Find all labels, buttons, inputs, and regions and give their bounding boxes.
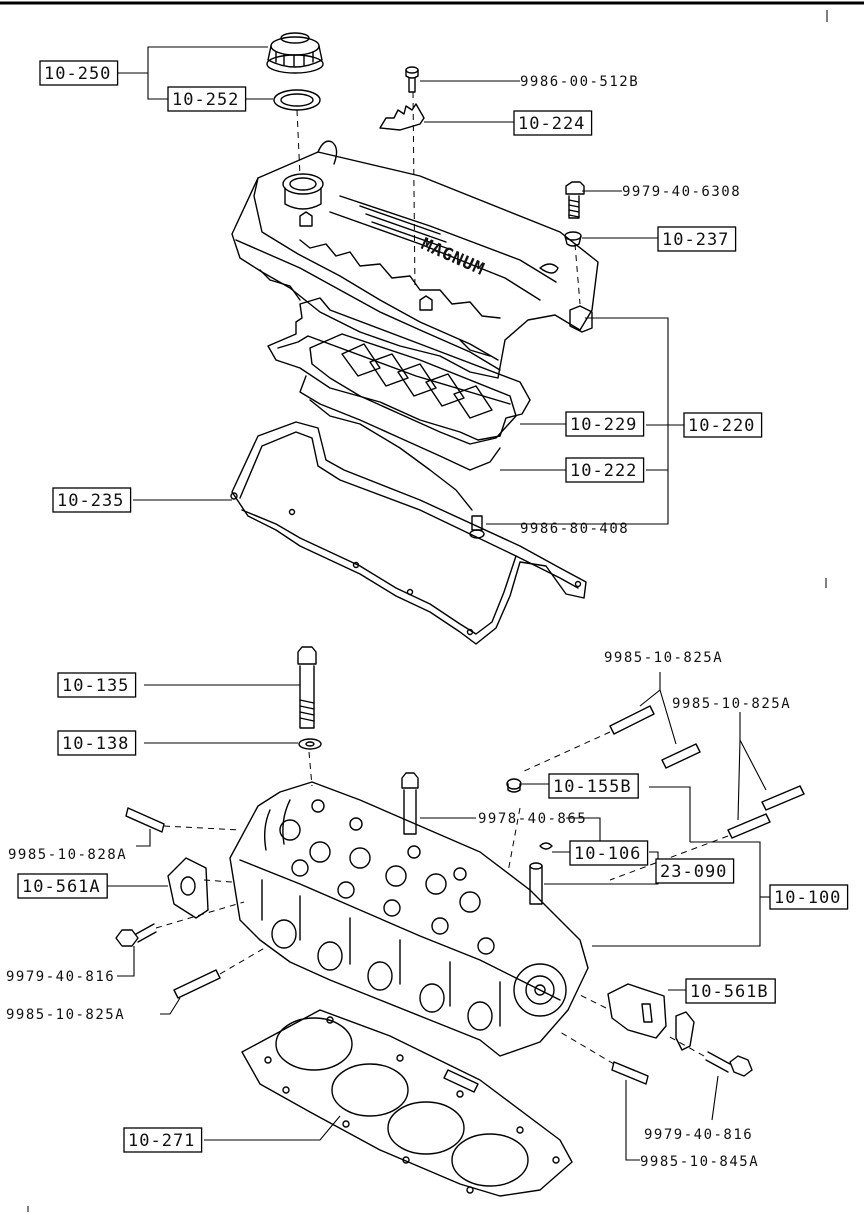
washer-10-138-part (298, 738, 322, 750)
callout-frame (565, 457, 645, 483)
callout-frame (513, 110, 593, 136)
part-number-9985-10-828a: 9985-10-828A (8, 847, 127, 863)
callout-text: 10-250 (44, 64, 111, 84)
part-number-9985-10-825a: 9985-10-825A (6, 1007, 125, 1023)
callout-box-10-250: 10-250 (39, 60, 119, 86)
leader-lines (99, 46, 770, 1161)
stud-lower-left-part (173, 969, 221, 999)
plate-10-222-part (299, 333, 517, 511)
callout-frame (548, 773, 639, 799)
callout-frame (52, 487, 132, 513)
callout-frame (123, 1127, 203, 1153)
part-number-9979-40-816: 9979-40-816 (6, 969, 115, 985)
cover-gasket-10-235-part (230, 421, 587, 645)
part-number-9978-40-865: 9978-40-865 (478, 811, 587, 827)
callout-box-23-090: 23-090 (655, 858, 735, 884)
callout-frame (569, 840, 649, 866)
part-number-9979-40-816: 9979-40-816 (644, 1127, 753, 1143)
part-number-9986-80-408: 9986-80-408 (520, 521, 629, 537)
head-bolt-10-135-part (297, 646, 317, 729)
callout-box-10-235: 10-235 (52, 487, 132, 513)
callout-frame (167, 86, 247, 112)
callout-frame (39, 60, 119, 86)
callout-text: 10-561B (690, 982, 769, 1002)
scan-marks (27, 10, 828, 1212)
callout-box-10-271: 10-271 (123, 1127, 203, 1153)
callout-text: 10-155B (553, 777, 632, 797)
callout-box-10-561b: 10-561B (685, 978, 776, 1004)
gasket-10-229-part (267, 297, 531, 441)
bracket-10-561b-part (607, 983, 695, 1051)
callout-box-10-135: 10-135 (57, 672, 137, 698)
part-number-9986-00-512b: 9986-00-512B (520, 74, 639, 90)
callout-frame (683, 412, 763, 438)
callout-box-10-252: 10-252 (167, 86, 247, 112)
embossed-magnum-text: MAGNUM (418, 234, 488, 280)
callout-box-10-106: 10-106 (569, 840, 649, 866)
callout-box-10-222: 10-222 (565, 457, 645, 483)
stud-9985-10-845a-part (611, 1061, 649, 1085)
cylinder-head-cover-part (231, 140, 599, 379)
callout-text: 10-224 (518, 114, 585, 134)
part-number-9979-40-6308: 9979-40-6308 (622, 184, 741, 200)
alignment-dash-lines (155, 91, 729, 1065)
callout-text: 10-220 (688, 416, 755, 436)
callout-text: 23-090 (660, 862, 727, 882)
callout-box-10-155b: 10-155B (548, 773, 639, 799)
callout-box-10-237: 10-237 (657, 226, 737, 252)
stud-9985-10-828a-part (125, 807, 165, 833)
plate-10-561a-part (167, 857, 209, 919)
guide-23-090-part (529, 862, 543, 905)
bracket-10-224-part (379, 103, 425, 131)
callout-frame (657, 226, 737, 252)
grommet-10-237-part (564, 231, 582, 247)
callout-frame (17, 873, 108, 899)
bolt-9979-40-6308-part (565, 181, 585, 219)
callout-box-10-229: 10-229 (565, 411, 645, 437)
bolt-left-9979-40-816-part (115, 923, 157, 947)
plain-label-layer: 9986-00-512B 9979-40-6308 9986-80-408 9985-… (6, 74, 791, 1170)
seal-10-155b-part (506, 778, 522, 793)
callout-box-10-220: 10-220 (683, 412, 763, 438)
callout-text: 10-561A (22, 877, 101, 897)
head-gasket-10-271-part (241, 1009, 573, 1197)
filler-gasket-part (273, 89, 321, 111)
boxed-label-layer: 10-250 10-252 10-224 10-237 10-229 10-220 10-2… (17, 60, 849, 1153)
clip-10-106-part (539, 842, 553, 850)
callout-frame (655, 858, 735, 884)
callout-frame (565, 411, 645, 437)
bolt-9986-80-408-part (469, 515, 485, 539)
callout-text: 10-229 (570, 415, 637, 435)
callout-text: 10-100 (774, 888, 841, 908)
bolt-9978-40-865-part (401, 772, 419, 835)
callout-text: 10-135 (62, 676, 129, 696)
cylinder-head-part (229, 781, 589, 1057)
callout-box-10-138: 10-138 (57, 730, 137, 756)
bolt-right-9979-40-816-part (705, 1051, 753, 1077)
callout-frame (57, 672, 137, 698)
callout-text: 10-138 (62, 734, 129, 754)
callout-text: 10-222 (570, 461, 637, 481)
studs-upper-part (609, 705, 805, 839)
callout-box-10-224: 10-224 (513, 110, 593, 136)
callout-text: 10-252 (172, 90, 239, 110)
callout-text: 10-235 (57, 491, 124, 511)
callout-frame (685, 978, 776, 1004)
callout-frame (769, 884, 849, 910)
bolt-9986-00-512b-part (405, 66, 419, 93)
part-number-9985-10-845a: 9985-10-845A (640, 1154, 759, 1170)
callout-text: 10-237 (662, 230, 729, 250)
callout-box-10-100: 10-100 (769, 884, 849, 910)
callout-box-10-561a: 10-561A (17, 873, 108, 899)
oil-filler-cap-part (266, 32, 324, 74)
callout-text: 10-106 (574, 844, 641, 864)
part-number-9985-10-825a: 9985-10-825A (672, 696, 791, 712)
callout-frame (57, 730, 137, 756)
part-number-9985-10-825a: 9985-10-825A (604, 650, 723, 666)
callout-text: 10-271 (128, 1131, 195, 1151)
